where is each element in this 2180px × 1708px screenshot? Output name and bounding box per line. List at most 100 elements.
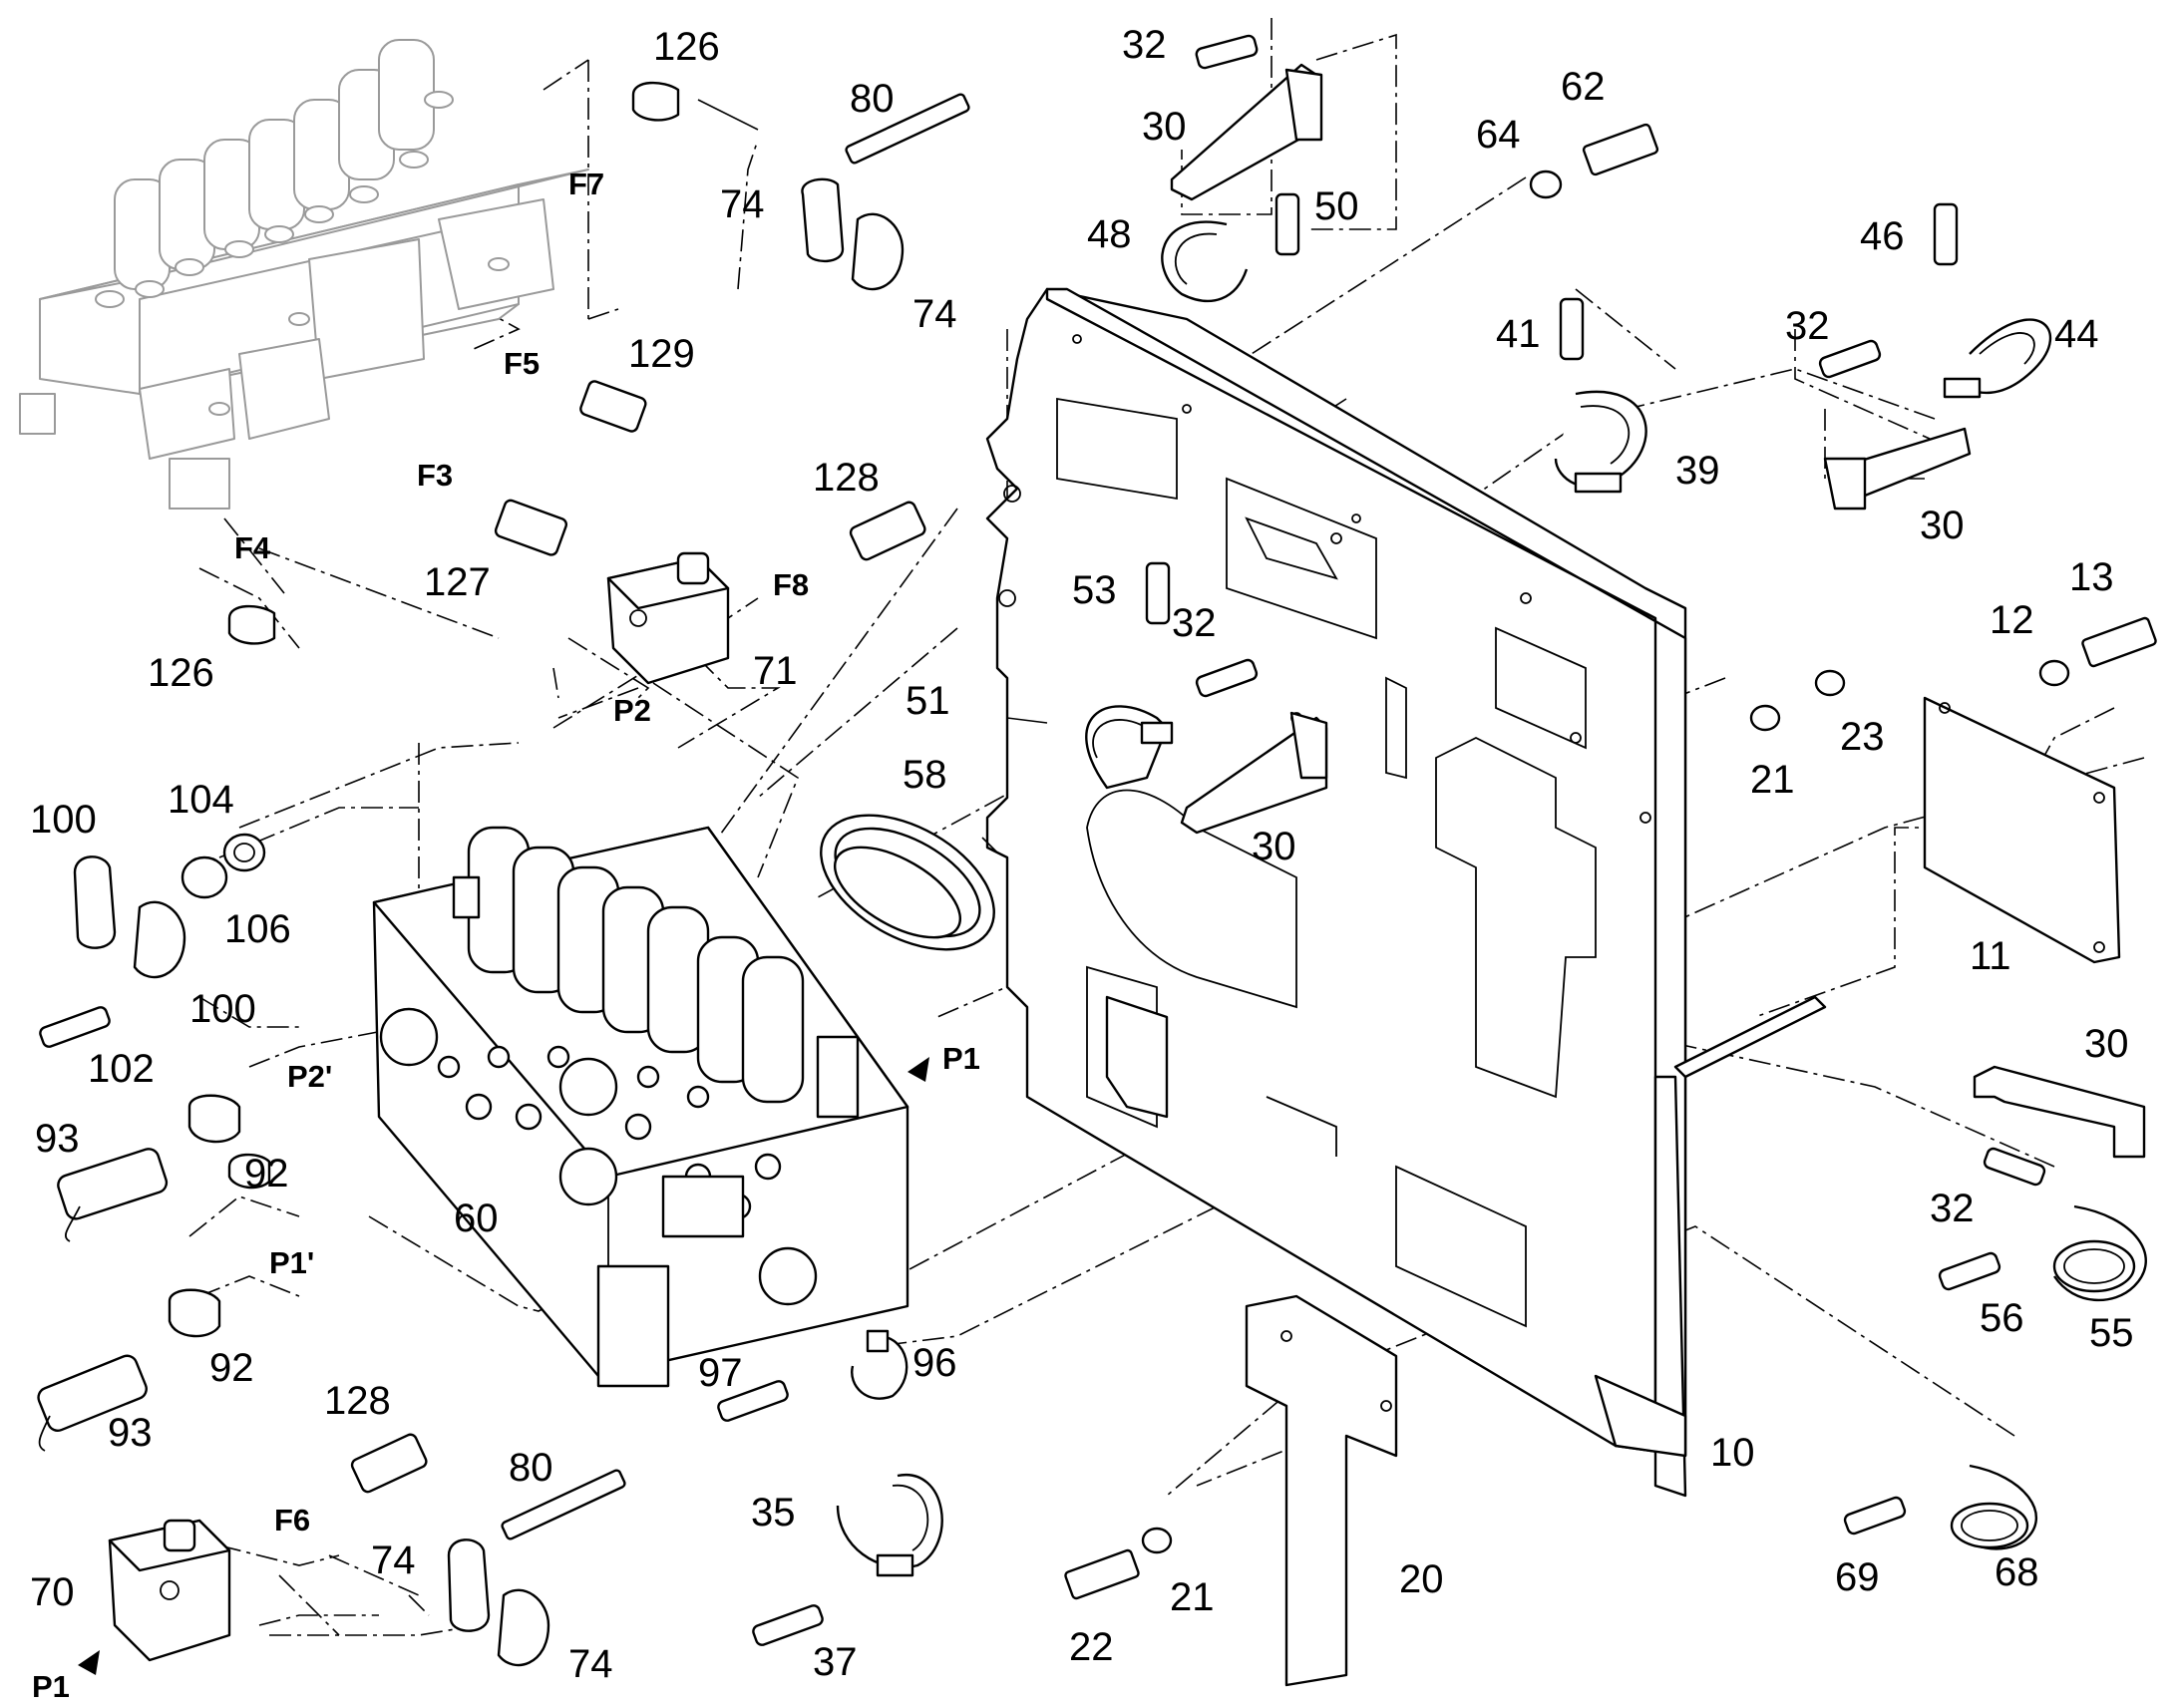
callout-58: 58 (903, 753, 947, 797)
reference-valve-assembly (19, 39, 589, 510)
port-label-f4: F4 (234, 530, 271, 565)
clamp-96 (851, 1329, 908, 1400)
callout-56: 56 (1980, 1296, 2024, 1340)
port-label-p1-out: P1 (32, 1669, 70, 1704)
flow-arrow-p1-out (78, 1650, 100, 1675)
fitting-92-top (187, 1094, 241, 1144)
callout-106: 106 (224, 907, 291, 951)
plug-126-bottom (227, 604, 276, 645)
fittings (37, 81, 926, 1494)
callout-74: 74 (912, 292, 957, 336)
callout-30: 30 (1142, 105, 1187, 149)
callout-46: 46 (1860, 214, 1905, 258)
callout-80: 80 (850, 77, 895, 121)
callout-96: 96 (912, 1341, 957, 1385)
port-label-f8: F8 (773, 567, 809, 602)
callout-10: 10 (1710, 1431, 1755, 1475)
seal-106 (222, 833, 266, 872)
cover-plate-11 (1923, 696, 2121, 964)
clamp-44 (1943, 318, 2052, 399)
callout-11: 11 (1970, 934, 2011, 978)
callout-70: 70 (30, 1570, 75, 1614)
quick-coupler-93-top (57, 1148, 169, 1242)
callout-30: 30 (1252, 825, 1296, 868)
callout-60: 60 (454, 1196, 499, 1240)
fitting-129 (579, 380, 647, 433)
callout-32: 32 (1930, 1187, 1975, 1230)
callout-22: 22 (1069, 1625, 1114, 1669)
clamp-48 (1161, 220, 1249, 303)
clamp-55 (2052, 1204, 2147, 1302)
callout-32: 32 (1122, 23, 1167, 67)
plate-20 (1245, 1294, 1398, 1687)
callout-64: 64 (1476, 113, 1521, 157)
clamp-35 (836, 1473, 943, 1577)
callout-48: 48 (1087, 212, 1132, 256)
bracket-30-top (1170, 63, 1323, 201)
callout-23: 23 (1840, 715, 1885, 759)
valve-body-71 (606, 551, 730, 685)
callout-100: 100 (30, 798, 97, 842)
callout-13: 13 (2069, 555, 2114, 599)
callout-51: 51 (906, 679, 950, 723)
callout-92: 92 (209, 1346, 254, 1390)
callout-55: 55 (2089, 1311, 2134, 1355)
port-label-p1-prime: P1' (269, 1245, 314, 1280)
fasteners (39, 34, 2157, 1646)
callout-21: 21 (1750, 758, 1795, 802)
callout-32: 32 (1172, 601, 1217, 645)
callout-41: 41 (1496, 312, 1541, 356)
callout-93: 93 (35, 1117, 80, 1161)
grommet-51 (1085, 705, 1174, 790)
bracket-30-lower-right (1973, 1065, 2146, 1159)
callout-128: 128 (813, 456, 880, 500)
callout-126: 126 (148, 651, 214, 695)
split-flange-74-top (801, 177, 905, 291)
callout-97: 97 (698, 1351, 743, 1395)
callout-128: 128 (324, 1379, 391, 1423)
valve-body-70 (108, 1519, 231, 1662)
callout-74: 74 (720, 182, 765, 226)
callout-80: 80 (509, 1446, 553, 1490)
callout-53: 53 (1072, 568, 1117, 612)
port-label-f6: F6 (274, 1503, 310, 1537)
callout-68: 68 (1995, 1550, 2039, 1594)
callout-35: 35 (751, 1491, 796, 1535)
grommet-58 (820, 814, 995, 951)
port-label-f5: F5 (504, 346, 540, 381)
quick-coupler-93-bottom (37, 1354, 148, 1452)
port-label-p1: P1 (942, 1041, 980, 1076)
callout-62: 62 (1561, 65, 1606, 109)
callout-126: 126 (653, 25, 720, 69)
callout-21: 21 (1170, 1575, 1215, 1619)
port-label-p2: P2 (613, 693, 651, 728)
fitting-127 (494, 499, 568, 556)
split-flange-74-bottom (447, 1538, 550, 1667)
fitting-128-top (849, 501, 926, 561)
callout-129: 129 (628, 332, 695, 376)
callout-93: 93 (108, 1411, 153, 1455)
port-label-f7: F7 (568, 167, 604, 201)
port-label-p2-prime: P2' (287, 1059, 332, 1094)
callout-69: 69 (1835, 1555, 1880, 1599)
callout-30: 30 (2084, 1022, 2129, 1066)
washer-104 (181, 855, 228, 899)
callout-37: 37 (813, 1640, 858, 1684)
fitting-92-bottom (168, 1288, 221, 1338)
callout-20: 20 (1399, 1557, 1444, 1601)
bracket-30-right (1823, 427, 1972, 511)
callout-71: 71 (753, 649, 798, 693)
split-flange-100 (73, 855, 186, 979)
callout-39: 39 (1675, 449, 1720, 493)
callout-74: 74 (568, 1642, 613, 1686)
valve-block-60 (372, 826, 909, 1388)
callout-44: 44 (2054, 312, 2099, 356)
bracket-30-center (1180, 711, 1328, 835)
callout-numbers: 126 80 32 62 30 64 74 50 48 74 46 41 32 … (30, 23, 2134, 1686)
callout-127: 127 (424, 560, 491, 604)
callout-104: 104 (168, 778, 234, 822)
callout-50: 50 (1314, 184, 1359, 228)
callout-102: 102 (88, 1047, 155, 1091)
fitting-128-bottom (350, 1433, 428, 1494)
